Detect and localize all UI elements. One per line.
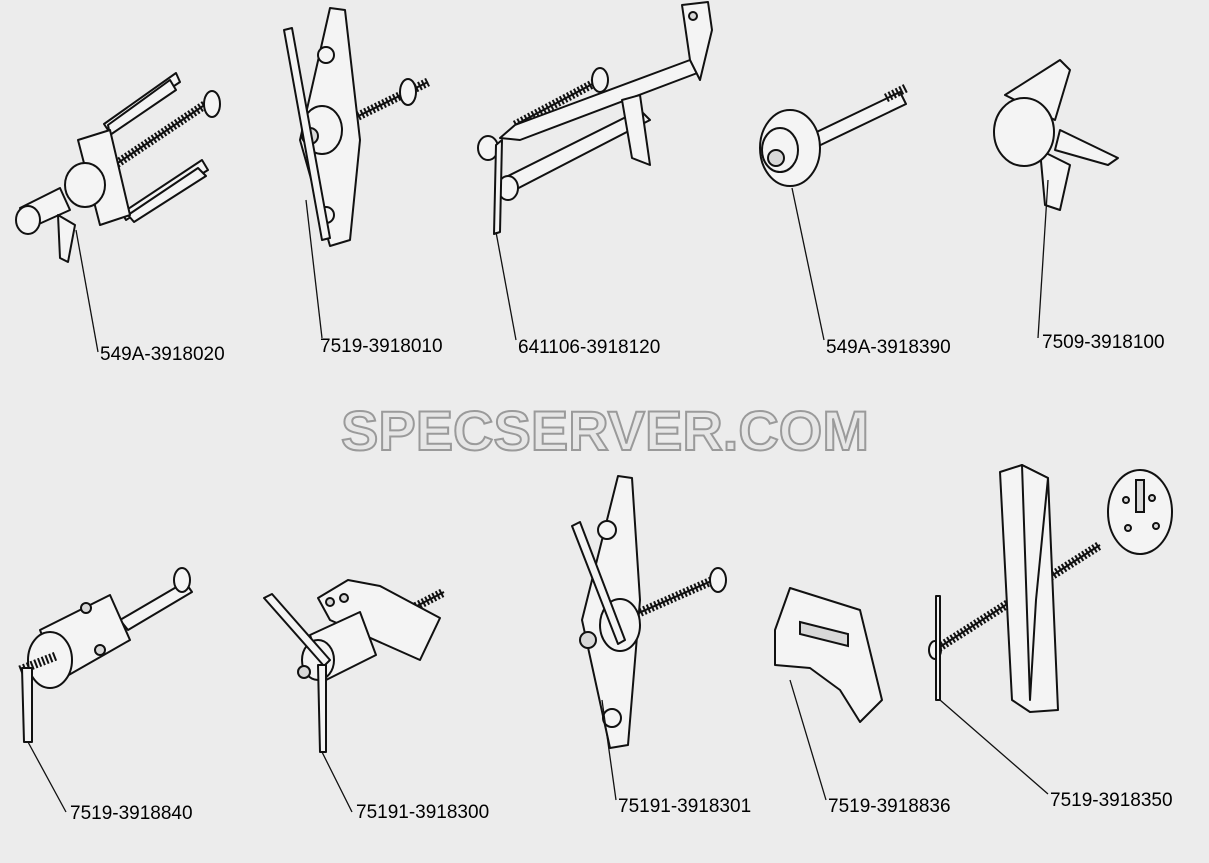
label-75191-3918301: 75191-3918301 (618, 796, 751, 817)
label-549a-3918020: 549A-3918020 (100, 344, 225, 365)
part-641106-3918120-drawing (477, 1, 713, 235)
label-7519-3918836: 7519-3918836 (828, 796, 951, 817)
label-7509-3918100: 7509-3918100 (1042, 332, 1165, 353)
label-7519-3918010: 7519-3918010 (320, 336, 443, 357)
label-75191-3918300: 75191-3918300 (356, 802, 489, 823)
leader-549a-3918390 (791, 187, 825, 341)
part-549a-3918020-drawing (15, 72, 221, 263)
part-7509-3918100-drawing (993, 59, 1119, 211)
label-641106-3918120: 641106-3918120 (518, 337, 660, 358)
watermark-text: SPECSERVER.COM (341, 399, 869, 462)
leader-75191-3918301 (601, 699, 617, 801)
leader-7519-3918350 (939, 699, 1049, 795)
part-7519-3918836-drawing (774, 587, 883, 723)
part-75191-3918301-drawing (571, 475, 727, 749)
leader-7519-3918840 (27, 741, 67, 813)
leader-549a-3918020 (75, 229, 99, 353)
part-549a-3918390-drawing (759, 83, 909, 187)
part-7519-3918010-drawing (283, 7, 430, 247)
leader-7509-3918100 (1037, 179, 1049, 339)
part-75191-3918300-drawing (263, 579, 447, 753)
part-7519-3918350-drawing (928, 464, 1173, 713)
leader-7519-3918836 (789, 679, 827, 801)
label-7519-3918350: 7519-3918350 (1050, 790, 1173, 811)
label-549a-3918390: 549A-3918390 (826, 337, 951, 358)
label-7519-3918840: 7519-3918840 (70, 803, 193, 824)
part-7519-3918840-drawing (18, 567, 193, 743)
leader-75191-3918300 (321, 751, 353, 813)
leader-641106-3918120 (495, 231, 517, 341)
leader-7519-3918010 (305, 199, 323, 339)
